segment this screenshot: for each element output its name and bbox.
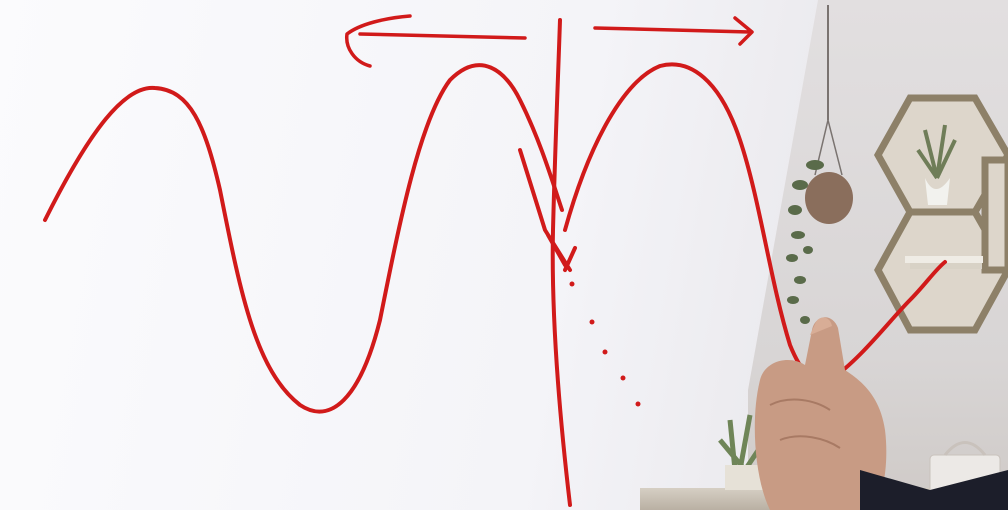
sine-wave-drawing xyxy=(43,63,564,414)
presenter-hand xyxy=(754,317,1008,510)
vertical-line xyxy=(550,18,572,507)
sine-wave-right xyxy=(563,62,947,385)
dotted-trail xyxy=(569,281,641,407)
arrow-head-down xyxy=(518,148,577,272)
right-arrow xyxy=(593,16,754,46)
left-arrow xyxy=(345,14,527,68)
shelf-plant xyxy=(916,124,957,205)
ink-drawing xyxy=(43,14,947,507)
potted-plant xyxy=(718,414,768,490)
shelf-books xyxy=(905,256,983,269)
hanging-plant xyxy=(786,5,853,324)
